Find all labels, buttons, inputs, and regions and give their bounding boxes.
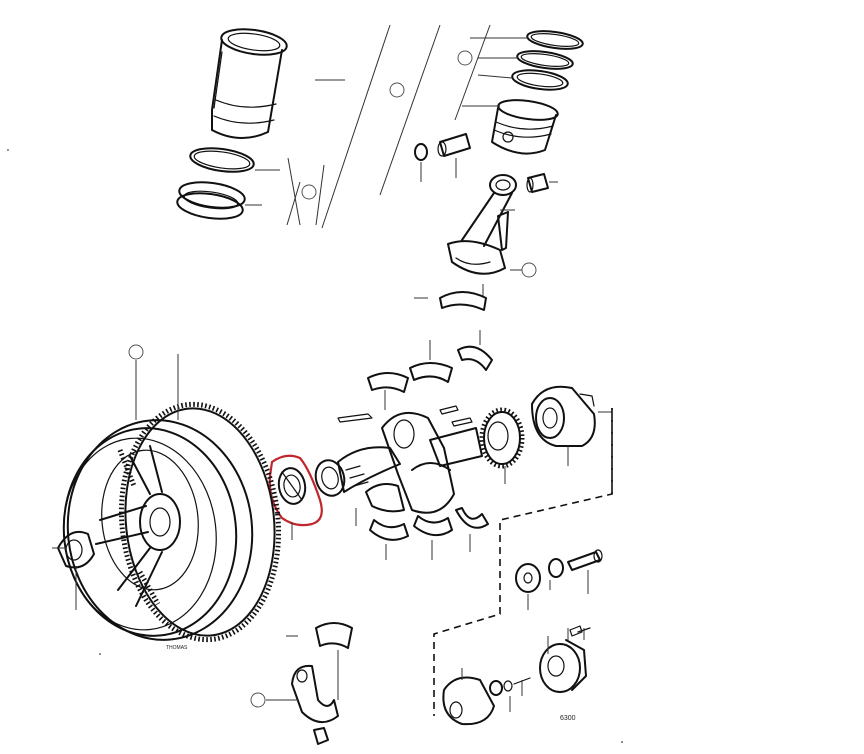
big-end-bearing-shell (439, 291, 487, 311)
leader-line (477, 74, 513, 79)
rear-oil-seal (277, 467, 307, 505)
speck (99, 653, 101, 655)
piston-ring-set (511, 30, 584, 91)
separator-line (454, 24, 491, 121)
liner-seal-ring (189, 147, 255, 173)
rear-bearing-cap (291, 664, 339, 723)
piston (491, 99, 559, 155)
separator-line (379, 24, 441, 196)
main-bearing-shell-lower (369, 507, 489, 541)
lock-washer (548, 558, 564, 578)
flywheel (57, 401, 282, 643)
small-bolt (569, 625, 591, 637)
leader-line (315, 164, 325, 226)
piston-pin (437, 133, 471, 157)
speck (621, 741, 623, 743)
bearing-shell-rear (315, 622, 353, 649)
pulley-nut (489, 677, 531, 696)
callout-circle (389, 82, 405, 98)
callout-circle (250, 692, 266, 708)
callout-circle (521, 262, 537, 278)
nose-cone (442, 676, 495, 726)
callout-circle (301, 184, 317, 200)
leader-line (287, 157, 301, 226)
circlip (414, 143, 428, 161)
crankshaft (337, 411, 483, 514)
pulley-washer (515, 563, 541, 593)
liner-o-rings (176, 181, 246, 220)
dowel-pin (439, 405, 459, 415)
artist-signature: THOMAS (166, 645, 188, 651)
highlight-outline (268, 454, 323, 527)
crank-timing-gear (479, 407, 525, 469)
crank-pulley (539, 639, 587, 693)
thrust-ring (314, 459, 346, 497)
separator-line (321, 24, 391, 229)
drawing-ref-number: 6300 (560, 715, 576, 722)
callout-circle (128, 344, 144, 360)
alignment-path (433, 408, 613, 716)
small-end-bush (526, 173, 549, 193)
cap-bolt (313, 727, 329, 745)
main-bearing-shell-upper (367, 345, 493, 393)
woodruff-key (337, 413, 373, 423)
rod-bolt (497, 211, 509, 251)
callout-circle (457, 50, 473, 66)
speck (7, 149, 9, 151)
connecting-rod (447, 174, 517, 275)
dowel-pin (451, 417, 473, 427)
crank-bolt (567, 549, 603, 571)
cylinder-liner (211, 28, 288, 139)
leader-line (286, 181, 301, 226)
front-hub (531, 385, 596, 447)
